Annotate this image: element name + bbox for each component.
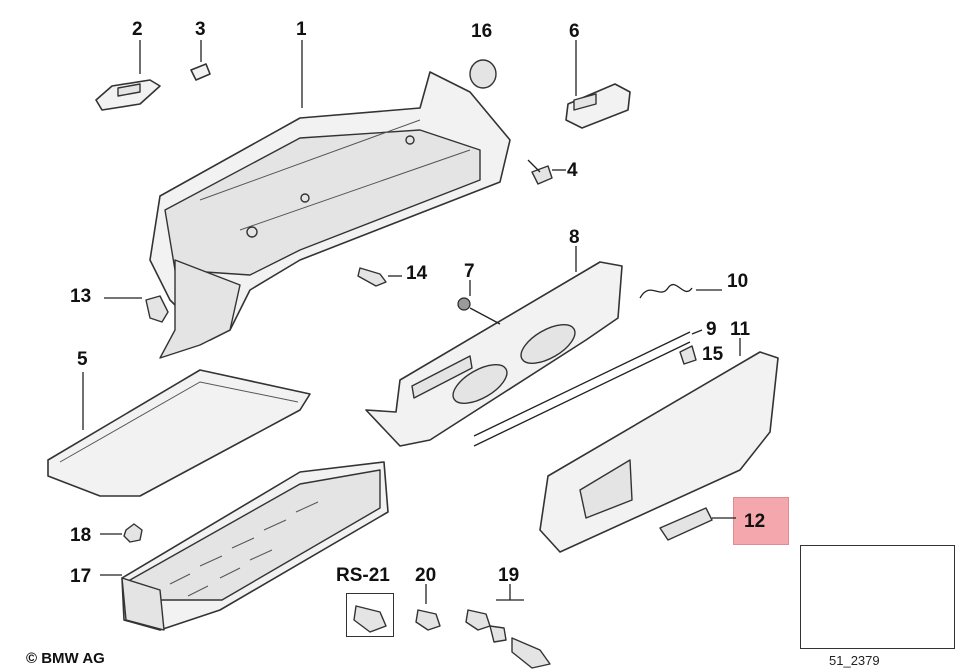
label-4: 4 (567, 160, 578, 181)
diagram-reference: 51_2379 (829, 653, 880, 668)
part-4-screw (527, 159, 566, 185)
part-10-spring (639, 283, 722, 299)
part-7-screw (457, 280, 501, 325)
label-19: 19 (498, 565, 520, 586)
part-13-clip (104, 295, 169, 323)
label-14: 14 (406, 263, 428, 284)
part-9-rod (473, 329, 703, 447)
part-17-tray (100, 461, 389, 631)
label-11: 11 (730, 319, 751, 340)
label-13: 13 (70, 286, 92, 307)
label-3: 3 (195, 19, 206, 40)
label-7: 7 (464, 261, 475, 282)
part-14-pin (357, 267, 402, 287)
copyright-text: © BMW AG (26, 650, 105, 667)
label-18: 18 (70, 525, 92, 546)
part-2-clip (95, 40, 161, 111)
rs21-box (346, 593, 394, 637)
part-18-nut (100, 523, 143, 543)
part-8-inner-panel (365, 246, 623, 447)
label-15: 15 (702, 344, 724, 365)
label-6: 6 (569, 21, 580, 42)
label-9: 9 (706, 319, 717, 340)
part-6-buffer (565, 40, 631, 129)
part-15-clip (679, 345, 697, 365)
label-16: 16 (471, 21, 493, 42)
vehicle-location-inset (800, 545, 955, 649)
label-17: 17 (70, 566, 92, 587)
label-12: 12 (744, 511, 766, 532)
label-1: 1 (296, 19, 307, 40)
part-19-screws (465, 584, 551, 669)
part-20-screw (415, 584, 441, 631)
part-1-housing (149, 40, 511, 359)
label-rs21: RS-21 (336, 565, 390, 586)
label-5: 5 (77, 349, 88, 370)
label-2: 2 (132, 19, 143, 40)
part-12-handle (659, 507, 736, 541)
part-16-plug (469, 59, 497, 89)
label-20: 20 (415, 565, 437, 586)
part-rs21-screw (353, 605, 387, 633)
part-11-lid (539, 338, 779, 553)
part-3-cap (190, 40, 211, 81)
label-10: 10 (727, 271, 749, 292)
highlight-box-12 (733, 497, 789, 545)
part-5-mat (47, 369, 311, 497)
label-8: 8 (569, 227, 580, 248)
